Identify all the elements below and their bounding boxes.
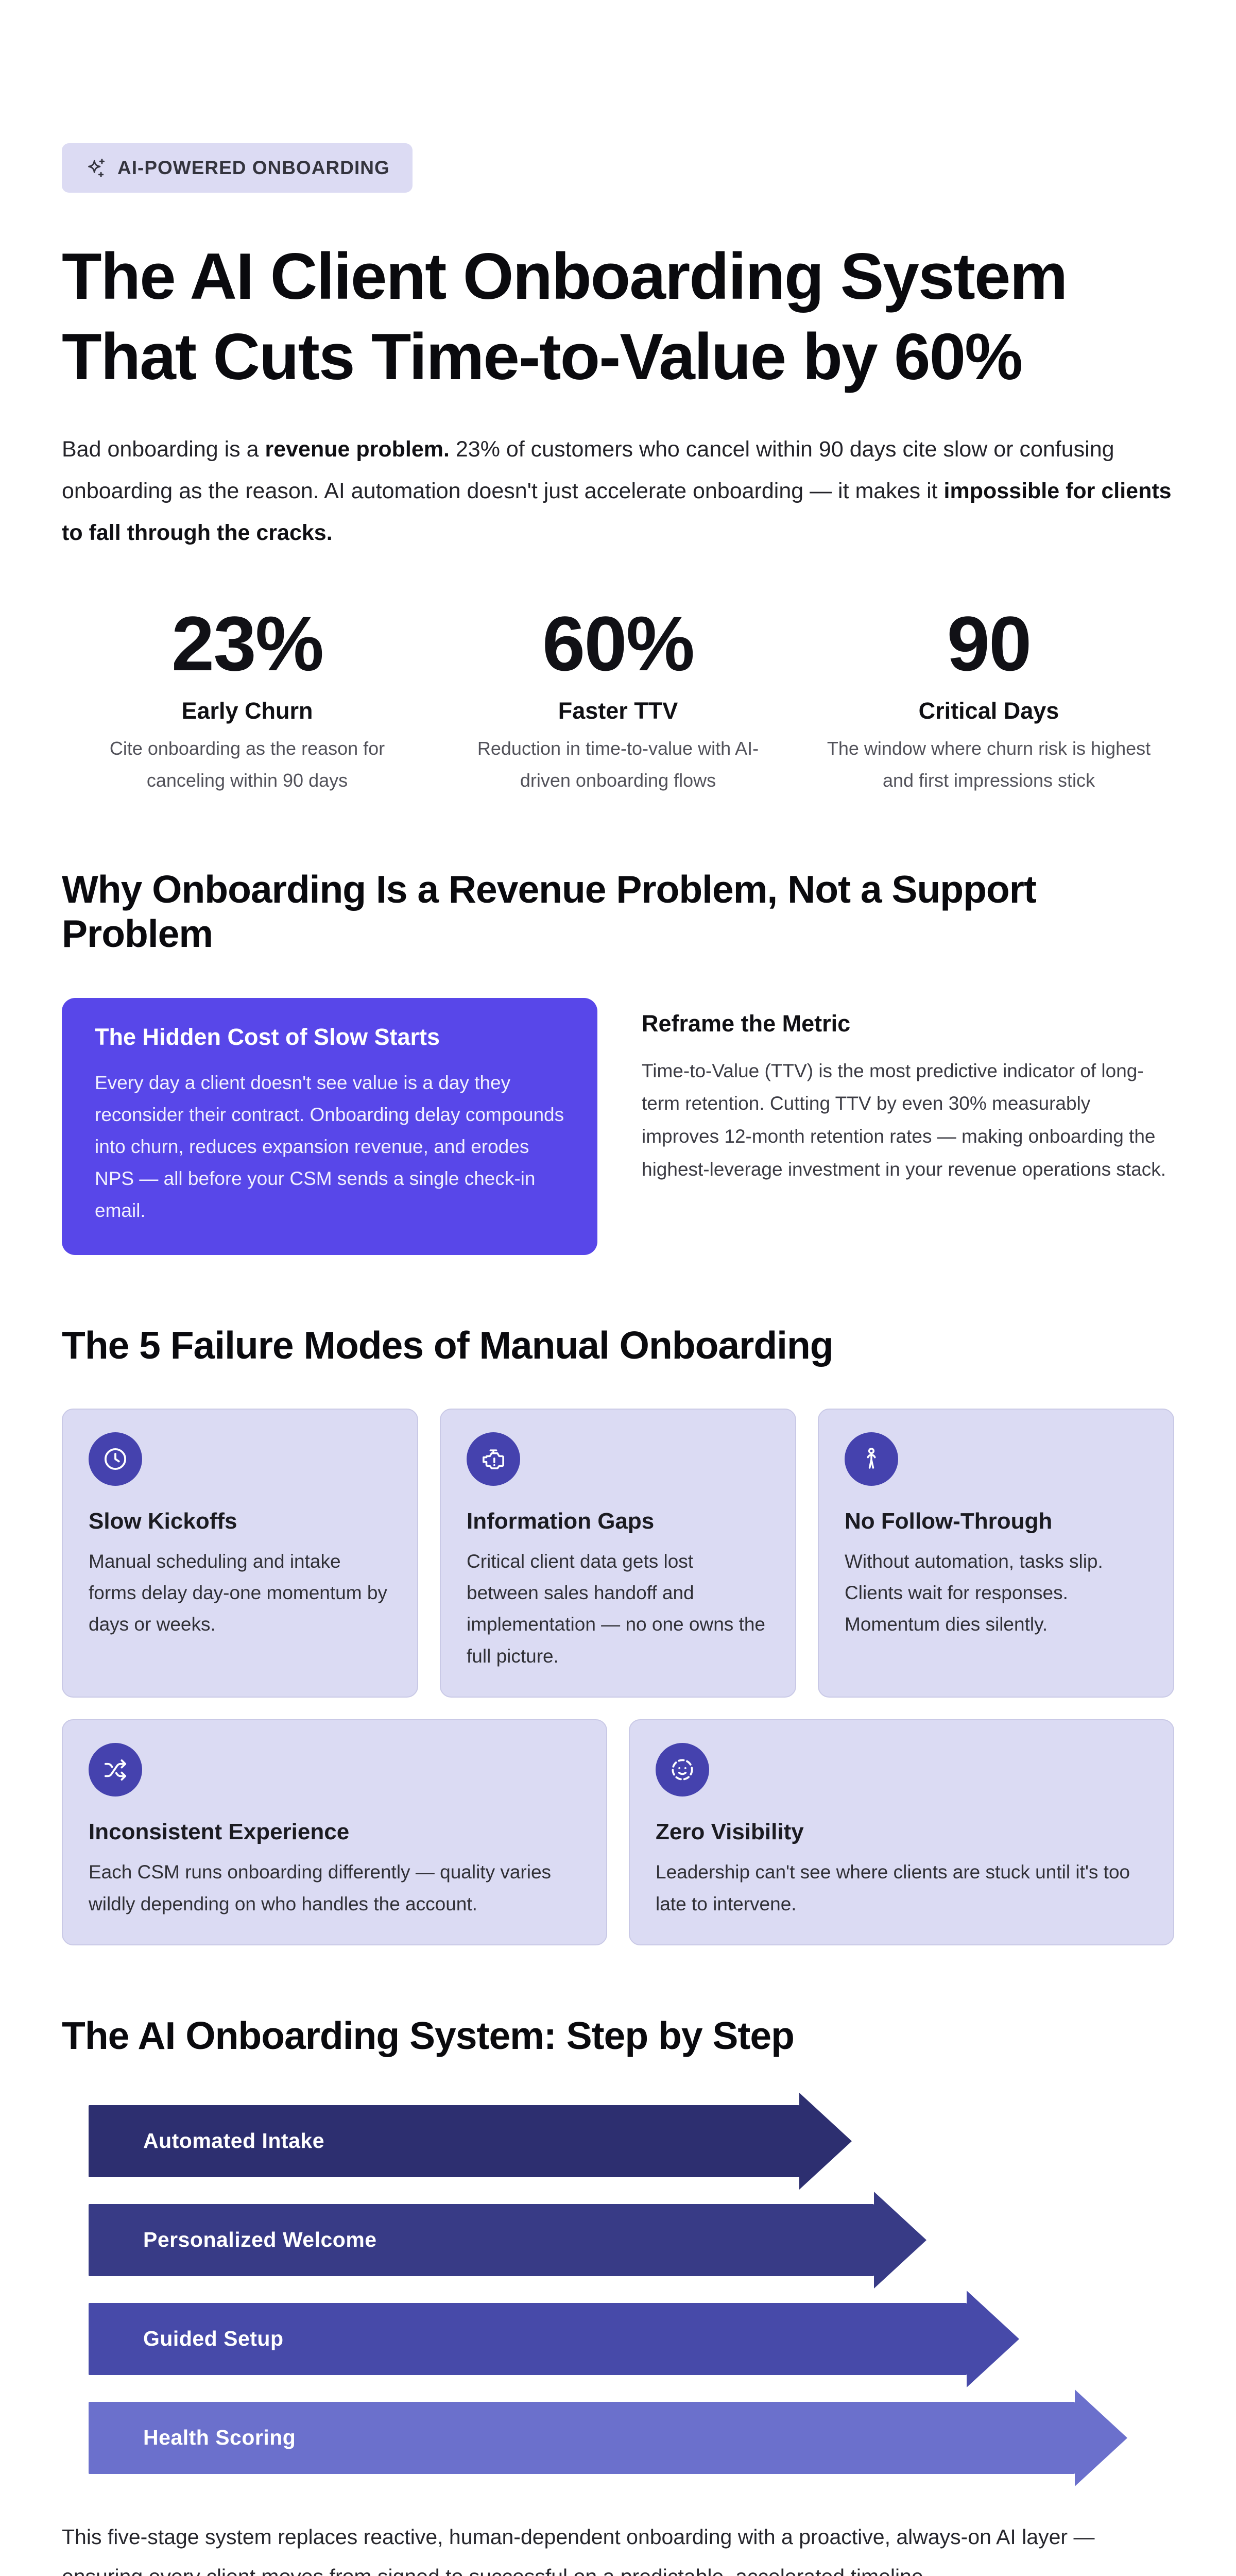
step-arrow-guided-setup: Guided Setup — [89, 2290, 1174, 2387]
step-label: Automated Intake — [143, 2129, 324, 2153]
section-heading-why: Why Onboarding Is a Revenue Problem, Not… — [62, 867, 1037, 955]
failure-card-body: Manual scheduling and intake forms delay… — [89, 1550, 387, 1635]
stat-value: 90 — [947, 600, 1032, 687]
failure-card-information-gaps: Information Gaps Critical client data ge… — [440, 1408, 796, 1698]
failure-card-slow-kickoffs: Slow Kickoffs Manual scheduling and inta… — [62, 1408, 418, 1698]
failure-card-body: Without automation, tasks slip. Clients … — [845, 1550, 1103, 1635]
arrow-bar: Health Scoring — [89, 2401, 1075, 2474]
failure-card-title: Information Gaps — [467, 1508, 655, 1534]
sparkles-icon — [88, 159, 105, 177]
steps-summary-paragraph: This five-stage system replaces reactive… — [62, 2524, 1095, 2576]
section-heading-failure-modes: The 5 Failure Modes of Manual Onboarding — [62, 1323, 834, 1367]
intro-paragraph: Bad onboarding is a revenue problem. 23%… — [62, 429, 1174, 553]
failure-card-body: Each CSM runs onboarding differently — q… — [89, 1861, 552, 1914]
highlight-card: The Hidden Cost of Slow Starts Every day… — [62, 997, 597, 1255]
failure-cards-row-2: Inconsistent Experience Each CSM runs on… — [62, 1719, 1174, 1945]
plain-card: Reframe the Metric Time-to-Value (TTV) i… — [639, 998, 1174, 1255]
step-arrow-automated-intake: Automated Intake — [89, 2092, 1174, 2190]
intro-text-2: 23% of customers who cancel within 90 da… — [62, 437, 1114, 504]
stat-label: Critical Days — [918, 698, 1059, 724]
arrow-bar: Guided Setup — [89, 2302, 967, 2375]
shuffle-icon — [104, 1759, 127, 1781]
title-line-1: The AI Client Onboarding System — [62, 240, 1068, 313]
icon-circle — [467, 1432, 520, 1486]
section-heading-steps: The AI Onboarding System: Step by Step — [62, 2013, 795, 2057]
step-arrow-personalized-welcome: Personalized Welcome — [89, 2191, 1174, 2289]
arrow-head-icon — [874, 2191, 926, 2289]
arrow-head-icon — [799, 2092, 852, 2190]
stat-early-churn: 23% Early Churn Cite onboarding as the r… — [62, 603, 433, 796]
failure-card-body: Critical client data gets lost between s… — [467, 1550, 766, 1667]
title-line-2: That Cuts Time-to-Value by 60% — [62, 320, 1023, 394]
arrow-head-icon — [967, 2290, 1019, 2387]
person-icon — [867, 1447, 876, 1469]
stat-label: Early Churn — [181, 698, 313, 724]
failure-cards-row-1: Slow Kickoffs Manual scheduling and inta… — [62, 1408, 1174, 1698]
icon-circle — [845, 1432, 898, 1486]
stat-label: Faster TTV — [558, 698, 678, 724]
step-label: Health Scoring — [143, 2426, 296, 2450]
stat-caption: Cite onboarding as the reason for cancel… — [109, 738, 385, 791]
engine-warning-icon — [483, 1449, 504, 1469]
failure-card-title: Zero Visibility — [656, 1819, 804, 1845]
step-label: Guided Setup — [143, 2327, 284, 2351]
intro-bold-1: revenue problem. — [265, 437, 450, 462]
intro-text: Bad onboarding is a — [62, 437, 265, 462]
step-arrows: Automated Intake Personalized Welcome Gu… — [62, 2092, 1174, 2486]
plain-card-body: Time-to-Value (TTV) is the most predicti… — [642, 1060, 1166, 1180]
failure-card-body: Leadership can't see where clients are s… — [656, 1861, 1130, 1914]
step-arrow-health-scoring: Health Scoring — [89, 2389, 1174, 2486]
icon-circle — [89, 1743, 142, 1797]
arrow-bar: Automated Intake — [89, 2105, 799, 2177]
stat-critical-days: 90 Critical Days The window where churn … — [803, 603, 1174, 796]
face-scan-icon — [672, 1759, 693, 1781]
badge-label: AI-POWERED ONBOARDING — [117, 157, 390, 178]
arrow-bar: Personalized Welcome — [89, 2204, 874, 2276]
failure-card-title: No Follow-Through — [845, 1508, 1053, 1534]
icon-circle — [89, 1432, 142, 1486]
stat-value: 60% — [542, 600, 695, 687]
failure-card-zero-visibility: Zero Visibility Leadership can't see whe… — [629, 1719, 1174, 1945]
category-badge: AI-POWERED ONBOARDING — [62, 143, 413, 193]
stat-caption: The window where churn risk is highest a… — [827, 738, 1151, 791]
failure-card-title: Slow Kickoffs — [89, 1508, 237, 1534]
highlight-card-body: Every day a client doesn't see value is … — [95, 1072, 564, 1222]
plain-card-title: Reframe the Metric — [642, 1010, 851, 1037]
step-label: Personalized Welcome — [143, 2228, 377, 2252]
stat-faster-ttv: 60% Faster TTV Reduction in time-to-valu… — [433, 603, 803, 796]
clock-icon — [104, 1448, 127, 1470]
intro-bold-2: impossible for clients to fall through t… — [62, 479, 1172, 546]
arrow-head-icon — [1075, 2389, 1127, 2486]
stat-caption: Reduction in time-to-value with AI-drive… — [477, 738, 759, 791]
stat-value: 23% — [171, 600, 324, 687]
failure-card-title: Inconsistent Experience — [89, 1819, 350, 1845]
why-cards-row: The Hidden Cost of Slow Starts Every day… — [62, 997, 1174, 1255]
icon-circle — [656, 1743, 709, 1797]
highlight-card-title: The Hidden Cost of Slow Starts — [95, 1023, 440, 1050]
page-title: The AI Client Onboarding System That Cut… — [62, 236, 1174, 397]
failure-card-inconsistent-experience: Inconsistent Experience Each CSM runs on… — [62, 1719, 607, 1945]
failure-card-no-follow-through: No Follow-Through Without automation, ta… — [818, 1408, 1174, 1698]
stats-row: 23% Early Churn Cite onboarding as the r… — [62, 603, 1174, 796]
